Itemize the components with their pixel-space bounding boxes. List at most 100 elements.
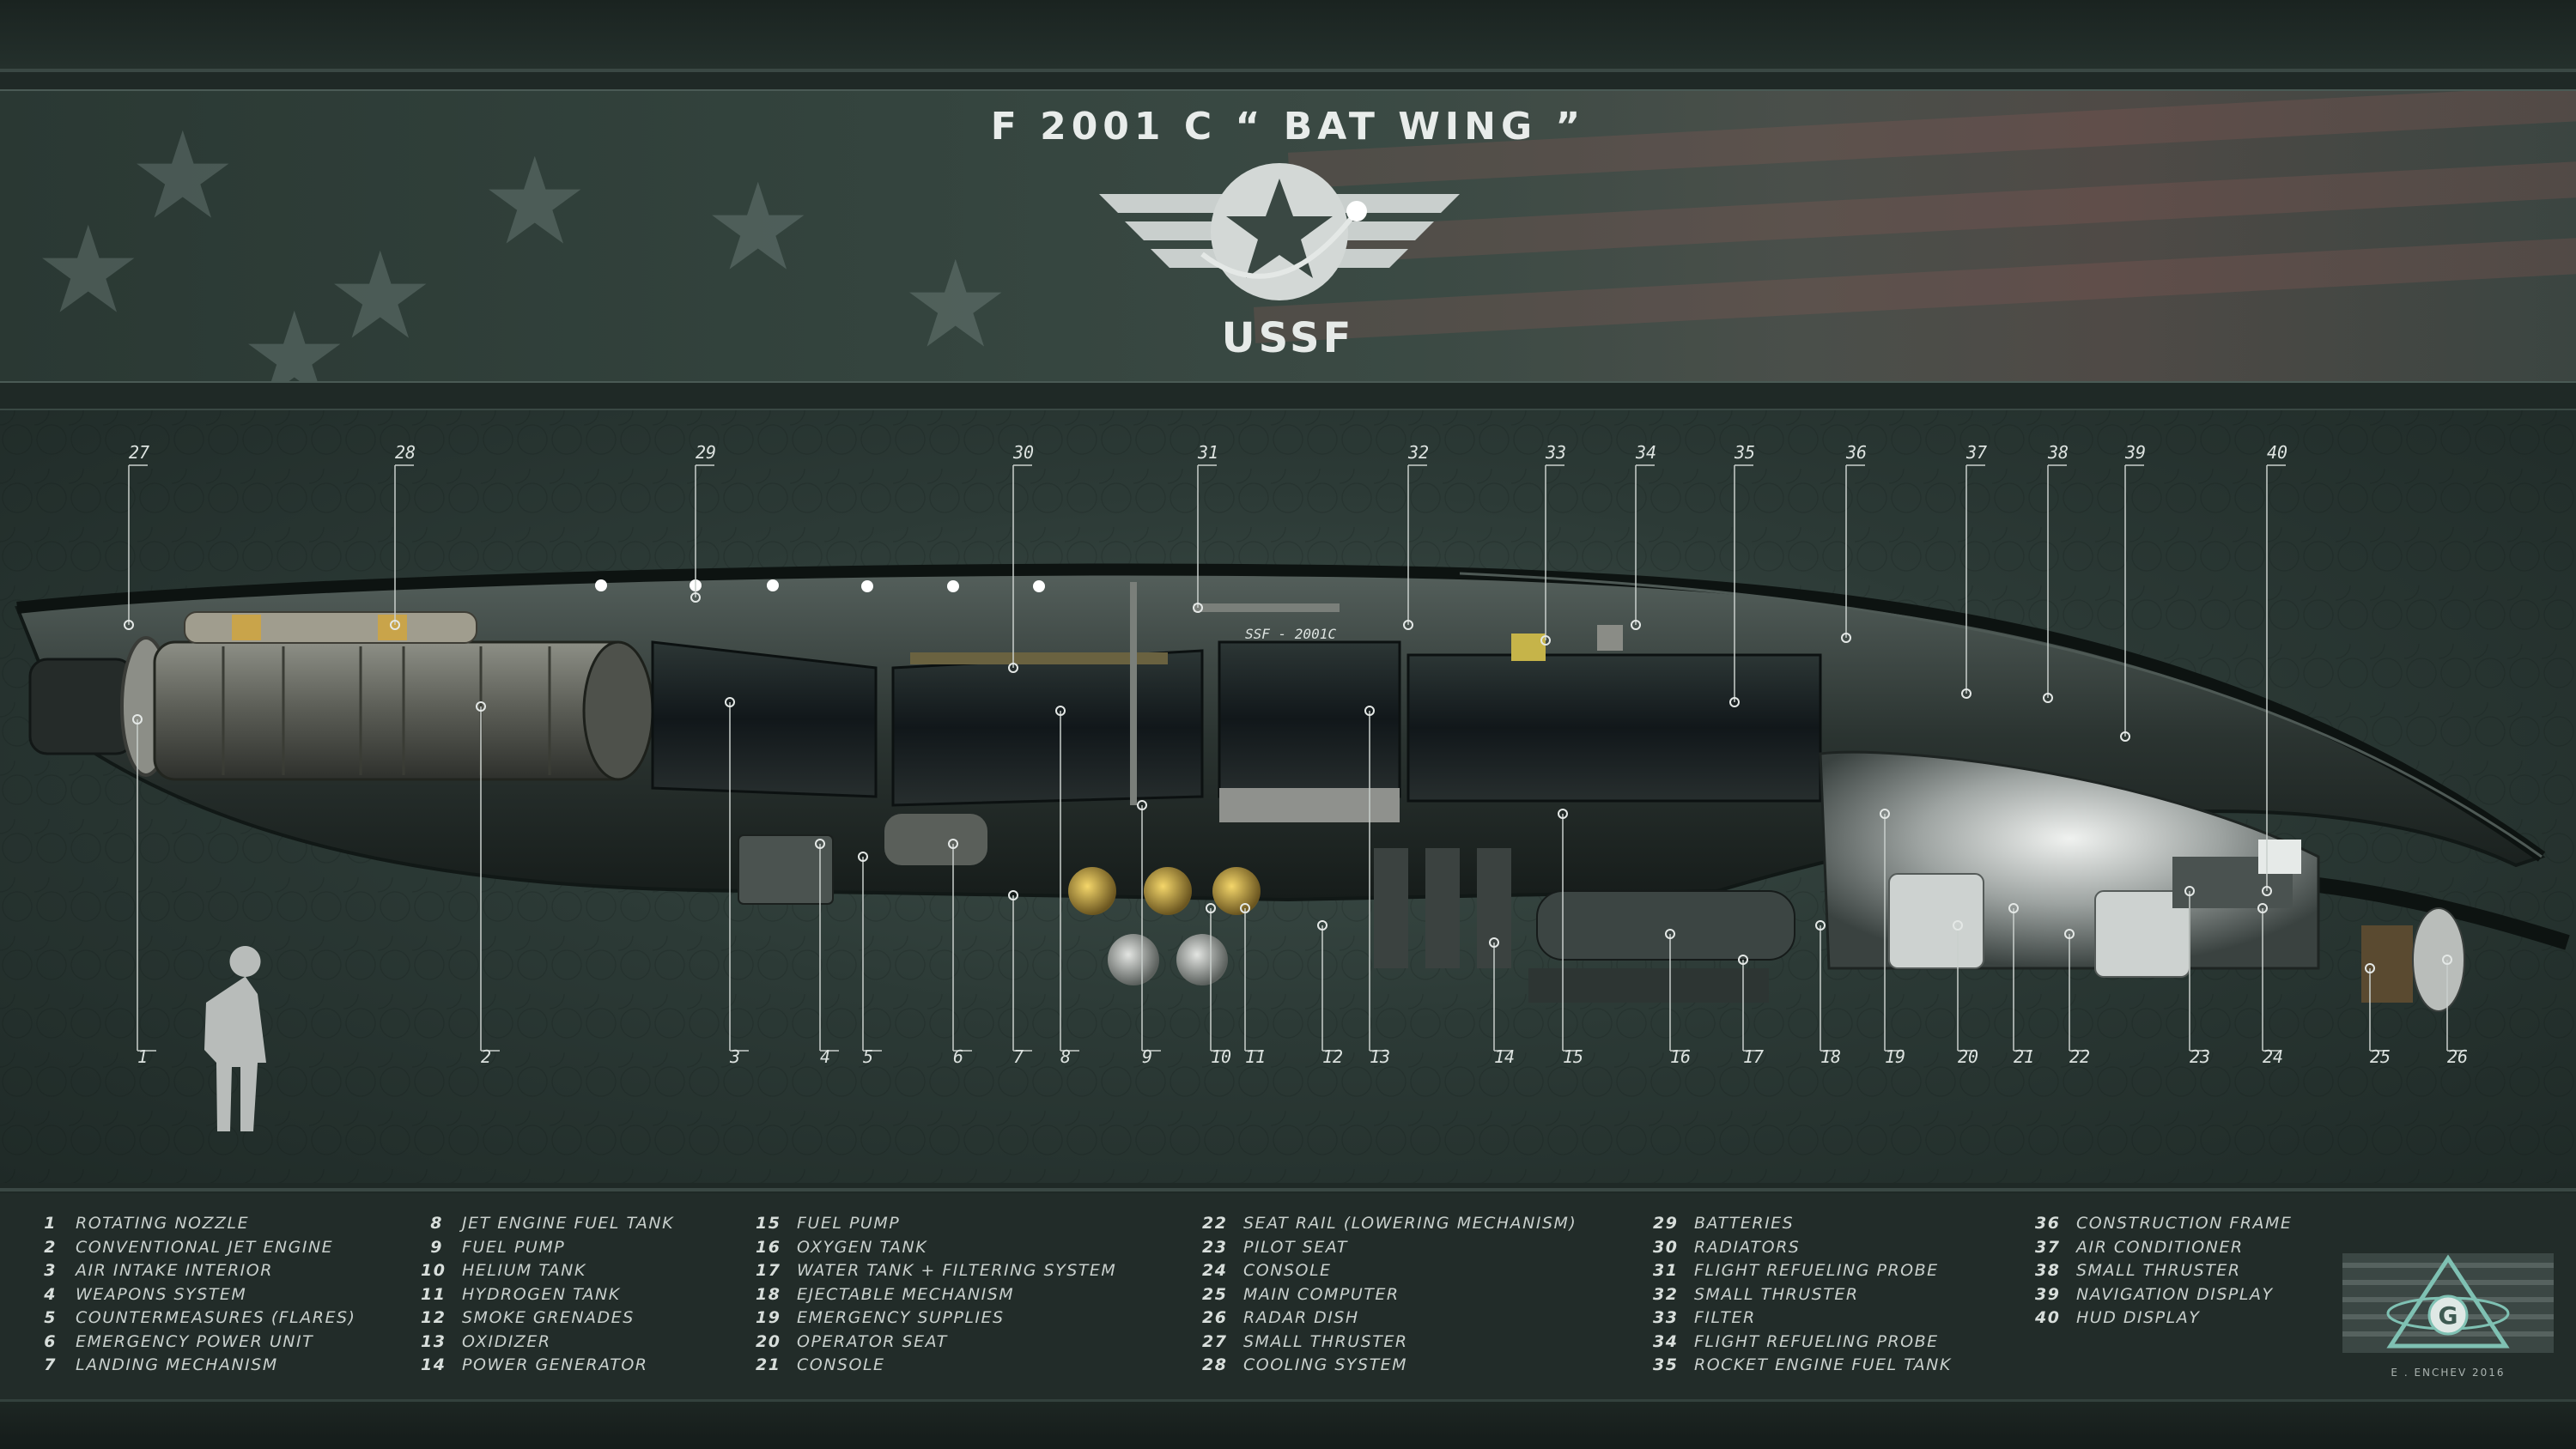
oxidizer-tank [1218,640,1401,798]
callout-label: 14 [1494,1046,1515,1067]
construction-frame [16,563,2546,862]
divider [0,1188,2576,1191]
leader-dot [725,697,735,707]
oxygen-tank [1536,890,1795,961]
callout-label: 35 [1734,442,1755,463]
callout-label: 2 [481,1046,491,1067]
callout-label: 3 [729,1046,740,1067]
callout-label: 10 [1211,1046,1231,1067]
leader-dots [124,592,2452,973]
engine-fan [582,640,654,781]
leader-dot [1631,620,1641,630]
leader-dot [690,592,701,603]
ussf-star-emblem-icon [1099,163,1460,300]
callout-label: 22 [2069,1046,2090,1067]
callout-label: 18 [1820,1046,1841,1067]
leader-dot [948,839,958,849]
leader-dot [2120,731,2130,742]
top-strip [0,0,2576,69]
power-generator [1374,848,1511,968]
construction-frame [1459,572,2543,858]
leader-dot [1880,809,1890,819]
helium-tanks [1068,867,1261,915]
leader-dot [1738,955,1748,965]
callout-label: 12 [1322,1046,1343,1067]
callout-label: 5 [863,1046,873,1067]
callout-label: 15 [1563,1046,1583,1067]
leader-dot [1961,688,1971,699]
rocket-fuel-tank [1406,653,1822,803]
leader-dot [132,714,143,724]
callout-label: 7 [1013,1046,1024,1067]
callout-label: 6 [953,1046,963,1067]
leader-dot [1193,603,1203,613]
leader-dot [815,839,825,849]
flag-star-icon: ★ [240,287,349,383]
craft-cutaway: SSF - 2001C [15,442,2570,1131]
emergency-power-unit [884,814,987,865]
divider [0,69,2576,72]
leader-dot [1240,903,1250,913]
leader-dot [1055,706,1066,716]
flag-star-icon: ★ [902,235,1010,375]
leader-dot [1364,706,1375,716]
water-tank [1528,968,1769,1003]
leader-dot [1665,929,1675,939]
callout-label: 31 [1197,442,1218,463]
callout-label: 29 [696,442,716,463]
callout-label: 39 [2124,442,2146,463]
leader-dot [2262,886,2272,896]
callout-label: 11 [1245,1046,1266,1067]
flag-star-icon: ★ [326,227,434,367]
callout-label: 32 [1407,442,1429,463]
page-title: F 2001 C “ BAT WING ” [990,105,1586,149]
callout-label: 37 [1965,442,1987,463]
callout-label: 13 [1370,1046,1390,1067]
leader-dot [2257,903,2268,913]
flag-star-icon: ★ [704,158,812,298]
leader-dot [2184,886,2195,896]
jet-fuel-tank [891,649,1204,807]
leader-dot [390,620,400,630]
callout-label: 8 [1060,1046,1071,1067]
leader-dot [2064,929,2075,939]
leader-dot [476,701,486,712]
artist-logo-icon: G [2342,1253,2554,1353]
callout-label: 4 [820,1046,830,1067]
hydrogen-tanks [1108,934,1228,985]
leader-dot [1558,809,1568,819]
callout-label: 19 [1885,1046,1905,1067]
callout-label: 38 [2047,442,2069,463]
leader-dot [1815,920,1826,931]
callout-label: 1 [137,1046,148,1067]
leader-dot [1729,697,1740,707]
callout-label: 21 [2014,1046,2034,1067]
